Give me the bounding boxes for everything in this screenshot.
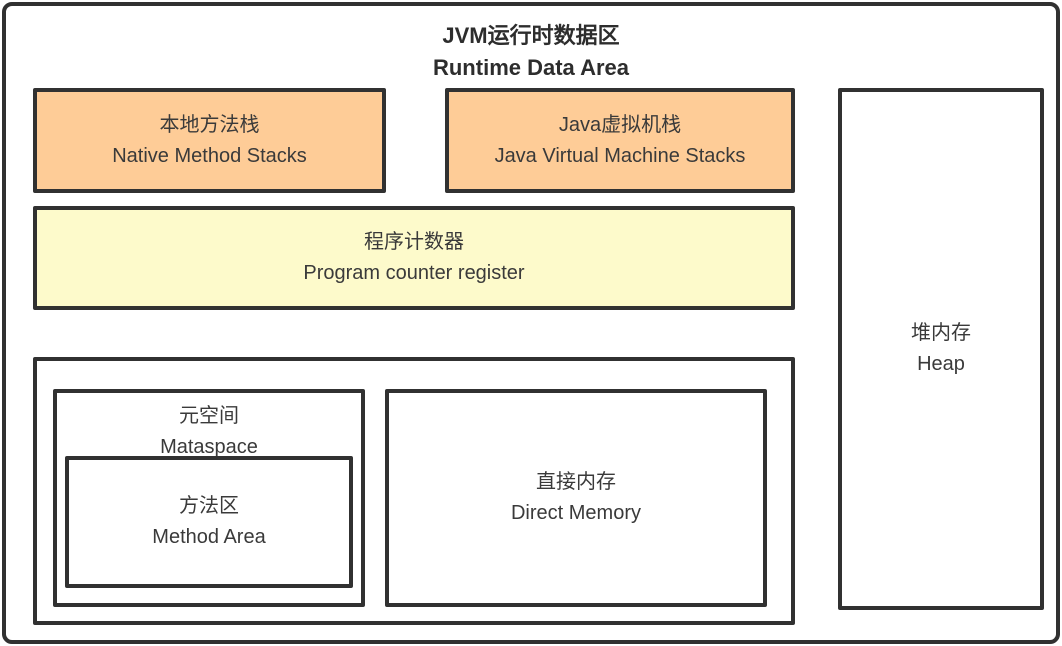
native-method-stacks-box: 本地方法栈 Native Method Stacks [33, 88, 386, 193]
direct-memory-label-zh: 直接内存 [536, 471, 616, 493]
diagram-title-en: Runtime Data Area [432, 54, 629, 80]
method-area-box: 方法区 Method Area [65, 456, 353, 588]
program-counter-register-box: 程序计数器 Program counter register [33, 206, 795, 310]
program-counter-label-zh: 程序计数器 [364, 231, 464, 253]
metaspace-label-en: Mataspace [160, 436, 258, 458]
native-method-stacks-label-zh: 本地方法栈 [159, 113, 260, 136]
program-counter-label-en: Program counter register [303, 262, 525, 284]
diagram-title: JVM运行时数据区 Runtime Data Area [0, 20, 1062, 84]
native-method-stacks-label-en: Native Method Stacks [112, 144, 307, 167]
heap-label-zh: 堆内存 [911, 322, 971, 344]
method-area-label-zh: 方法区 [179, 495, 239, 517]
java-virtual-machine-stacks-box: Java虚拟机栈 Java Virtual Machine Stacks [445, 88, 795, 193]
diagram-title-zh: JVM运行时数据区 [442, 23, 620, 48]
method-area-label-en: Method Area [152, 526, 266, 548]
heap-box: 堆内存 Heap [838, 88, 1044, 610]
offheap-container-box: 元空间 Mataspace 方法区 Method Area 直接内存 Direc… [33, 357, 795, 625]
java-vm-stacks-label-zh: Java虚拟机栈 [558, 113, 682, 136]
direct-memory-box: 直接内存 Direct Memory [385, 389, 767, 607]
metaspace-box: 元空间 Mataspace 方法区 Method Area [53, 389, 365, 607]
metaspace-label-zh: 元空间 [179, 405, 239, 427]
java-vm-stacks-label-en: Java Virtual Machine Stacks [494, 144, 746, 167]
heap-label-en: Heap [917, 353, 965, 375]
direct-memory-label-en: Direct Memory [510, 502, 641, 524]
